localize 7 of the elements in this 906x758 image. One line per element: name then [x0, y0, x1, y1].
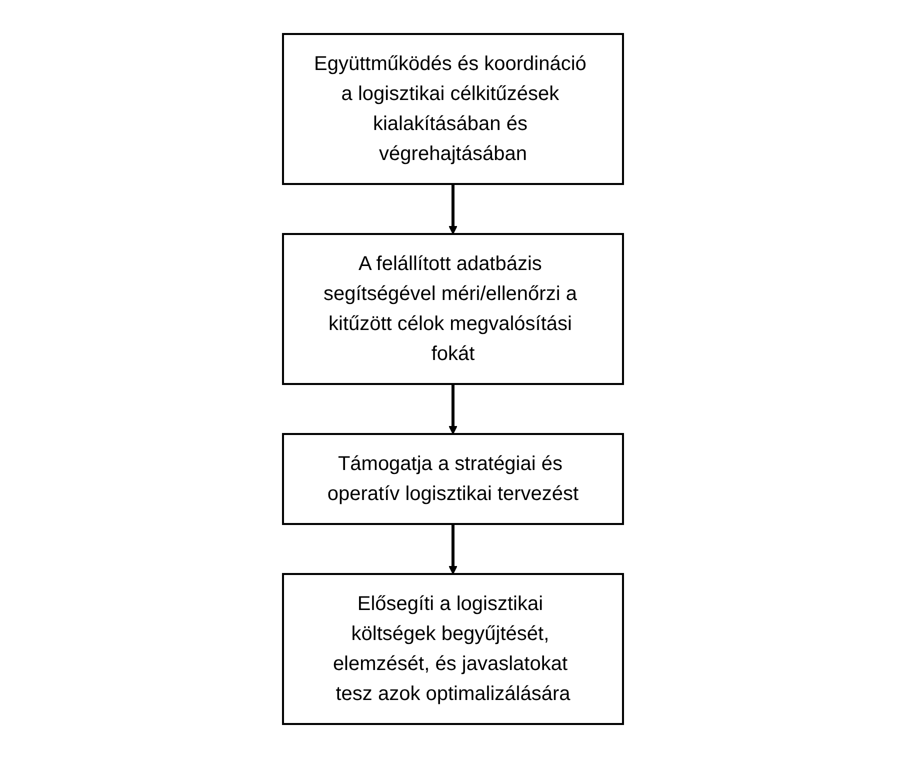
node-box: Együttműködés és koordináció a logisztikai célkitűzések kialakításában és végrehajtásában	[282, 33, 624, 185]
node-box: A felállított adatbázis segítségével méri/ellenőrzi a kitűzött célok megvalósítási fokát	[282, 233, 624, 385]
arrow	[448, 524, 458, 574]
arrow	[448, 384, 458, 434]
node-box: Támogatja a stratégiai és operatív logisztikai tervezést	[282, 433, 624, 525]
arrow	[448, 184, 458, 234]
node-box: Elősegíti a logisztikai költségek begyűjtését, elemzését, és javaslatokat tesz azok optimalizálására	[282, 573, 624, 725]
